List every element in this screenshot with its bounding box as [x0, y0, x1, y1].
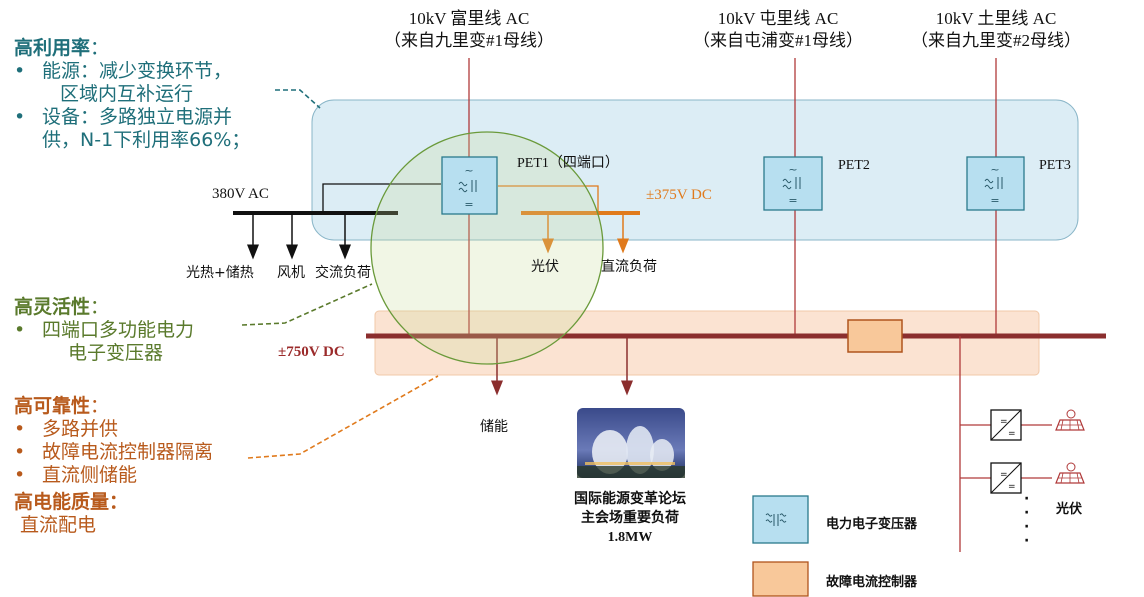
ac380-label: 380V AC	[212, 186, 269, 202]
pv-dot: ·	[1024, 533, 1030, 549]
ac-load-ac: 交流负荷	[315, 265, 371, 281]
high-power-quality-title: 高电能质量：	[14, 491, 129, 513]
feeder-3: 10kV 土里线 AC （来自九里变#2母线）	[908, 8, 1084, 52]
pv-ellipsis: · · · ·	[1024, 492, 1029, 548]
bullet-line: 供，N-1下利用率66%；	[42, 129, 251, 151]
bullet-line: 四端口多功能电力	[42, 319, 195, 341]
high-flexibility-colon: ：	[90, 296, 110, 318]
svg-text:=: =	[1000, 470, 1008, 480]
annotation-high-reliability: 高可靠性： • 多路并供 • 故障电流控制器隔离 • 直流侧储能 高电能质量： …	[14, 391, 254, 537]
dc-converter-icon: = =	[990, 409, 1022, 441]
feeder-1: 10kV 富里线 AC （来自九里变#1母线）	[384, 8, 554, 52]
legend-fcc-icon	[752, 561, 809, 597]
high-power-quality-body: 直流配电	[20, 514, 97, 536]
ac-load-wind: 风机	[277, 265, 305, 281]
leader-high-reliability	[247, 375, 439, 459]
dc375-link	[498, 185, 599, 212]
bullet-line: 多路并供	[42, 418, 119, 440]
high-flexibility-title: 高灵活性	[14, 296, 91, 318]
svg-text:~: ~	[990, 163, 999, 176]
feeder-1-name: 10kV 富里线 AC	[408, 9, 530, 28]
pet3-box: ~ =	[966, 156, 1025, 211]
pet1-label: PET1（四端口）	[517, 156, 619, 171]
pet-region	[311, 99, 1079, 241]
pet1-box: ~ =	[441, 156, 498, 215]
venue-title-2: 主会场重要负荷	[581, 510, 679, 526]
svg-text:~: ~	[464, 164, 473, 177]
high-reliability-colon: ：	[90, 395, 110, 417]
leader-high-utilization	[275, 89, 321, 109]
svg-text:=: =	[1008, 482, 1016, 492]
pv-dot: ·	[1024, 491, 1030, 507]
annotation-high-flexibility: 高灵活性： • 四端口多功能电力 电子变压器	[14, 292, 254, 365]
high-utilization-colon: ：	[90, 37, 110, 59]
bullet-item: • 直流侧储能	[14, 464, 138, 486]
feeder-3-source: （来自九里变#2母线）	[911, 31, 1081, 50]
leader-high-flexibility	[241, 283, 373, 326]
venue-title-1: 国际能源变革论坛	[574, 491, 686, 507]
svg-text:=: =	[990, 194, 999, 207]
bullet-line: 直流侧储能	[42, 464, 138, 486]
legend-pet-label: 电力电子变压器	[826, 517, 918, 532]
venue-caption: 国际能源变革论坛 主会场重要负荷 1.8MW	[545, 490, 715, 547]
svg-text:~: ~	[788, 163, 797, 176]
svg-text:=: =	[1000, 417, 1008, 427]
pet2-box: ~ =	[763, 156, 823, 211]
dc-converter-icon: = =	[990, 462, 1022, 494]
svg-text:=: =	[788, 194, 797, 207]
annotation-high-utilization: 高利用率： • 能源：减少变换环节， 区域内互补运行 • 设备：多路独立电源并 …	[14, 33, 294, 152]
pv-branch-label: 光伏	[1056, 502, 1083, 517]
dc-load-pv: 光伏	[531, 259, 559, 275]
legend-pet-icon	[752, 495, 809, 544]
bullet-line: 区域内互补运行	[60, 83, 194, 105]
high-utilization-title: 高利用率	[14, 37, 91, 59]
bullet-line: 电子变压器	[68, 342, 164, 364]
bullet-item: • 四端口多功能电力 电子变压器	[14, 319, 195, 364]
solar-panel-icon	[1055, 409, 1085, 431]
solar-panel-icon	[1055, 462, 1085, 484]
feeder-2: 10kV 屯里线 AC （来自屯浦变#1母线）	[690, 8, 866, 52]
pv-dot: ·	[1024, 519, 1030, 535]
bullet-line: 设备：多路独立电源并	[42, 106, 233, 128]
svg-text:=: =	[1008, 429, 1016, 439]
pv-dot: ·	[1024, 505, 1030, 521]
feeder-3-name: 10kV 土里线 AC	[935, 9, 1057, 28]
venue-power: 1.8MW	[607, 530, 653, 545]
dc-load-dc: 直流负荷	[601, 259, 657, 275]
svg-text:=: =	[464, 198, 473, 211]
pet2-label: PET2	[838, 158, 870, 173]
ac380-link	[322, 183, 441, 213]
feeder-1-source: （来自九里变#1母线）	[384, 31, 554, 50]
feeder-2-name: 10kV 屯里线 AC	[717, 9, 839, 28]
bullet-line: 能源：减少变换环节，	[42, 60, 233, 82]
bullet-item: • 能源：减少变换环节， 区域内互补运行	[14, 60, 233, 105]
bullet-item: • 故障电流控制器隔离	[14, 441, 214, 463]
feeder-2-source: （来自屯浦变#1母线）	[693, 31, 863, 50]
conference-venue-image	[577, 408, 685, 478]
bullet-item: • 多路并供	[14, 418, 119, 440]
high-reliability-title: 高可靠性	[14, 395, 91, 417]
bullet-item: • 设备：多路独立电源并 供，N-1下利用率66%；	[14, 106, 251, 151]
fault-current-controller-icon	[847, 319, 903, 353]
dc375-label: ±375V DC	[646, 187, 712, 203]
ac-load-solar-thermal: 光热+储热	[186, 265, 254, 281]
storage-label: 储能	[480, 419, 508, 435]
pet3-label: PET3	[1039, 158, 1071, 173]
bullet-line: 故障电流控制器隔离	[42, 441, 214, 463]
pet1-highlight-circle	[370, 131, 604, 365]
legend-fcc-label: 故障电流控制器	[826, 575, 918, 590]
dc750-label: ±750V DC	[278, 344, 345, 360]
